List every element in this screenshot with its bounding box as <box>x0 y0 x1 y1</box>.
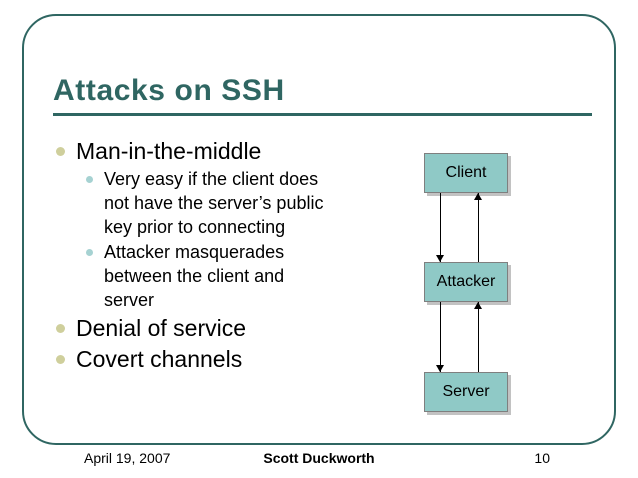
bullet-dot-icon <box>86 249 93 256</box>
bullet-text: Attacker masquerades between the client … <box>104 242 285 310</box>
footer-date: April 19, 2007 <box>84 450 171 466</box>
diagram-node-attacker: Attacker <box>424 262 508 302</box>
list-item: Very easy if the client does not have th… <box>86 167 386 239</box>
bullet-text: Covert channels <box>76 346 243 372</box>
arrow-head-down-icon <box>436 365 444 372</box>
bullet-list: Man-in-the-middle Very easy if the clien… <box>56 136 386 375</box>
arrow-head-down-icon <box>436 255 444 262</box>
bullet-text: Denial of service <box>76 315 247 341</box>
bullet-dot-icon <box>56 147 65 156</box>
arrow-head-up-icon <box>474 302 482 309</box>
arrow-client-to-attacker <box>440 193 441 262</box>
arrow-attacker-to-client <box>478 193 479 262</box>
list-item: Man-in-the-middle <box>56 136 386 166</box>
footer-author: Scott Duckworth <box>263 450 375 466</box>
arrow-server-to-attacker <box>478 302 479 372</box>
list-item: Denial of service <box>56 313 386 343</box>
footer-page-number: 10 <box>534 450 550 466</box>
list-item: Attacker masquerades between the client … <box>86 240 386 312</box>
bullet-dot-icon <box>56 324 65 333</box>
list-item: Covert channels <box>56 344 386 374</box>
title-block: Attacks on SSH <box>53 74 593 116</box>
slide-footer: April 19, 2007 Scott Duckworth 10 <box>0 450 638 474</box>
bullet-text: Man-in-the-middle <box>76 138 262 164</box>
arrow-head-up-icon <box>474 193 482 200</box>
arrow-attacker-to-server <box>440 302 441 372</box>
mitm-diagram: Client Attacker Server <box>400 140 580 420</box>
bullet-dot-icon <box>86 176 93 183</box>
diagram-node-server: Server <box>424 372 508 412</box>
title-underline-rule <box>53 113 592 116</box>
diagram-node-client: Client <box>424 153 508 193</box>
page-title: Attacks on SSH <box>53 74 285 107</box>
slide-border-frame <box>22 14 616 445</box>
bullet-dot-icon <box>56 355 65 364</box>
bullet-text: Very easy if the client does not have th… <box>104 169 324 237</box>
